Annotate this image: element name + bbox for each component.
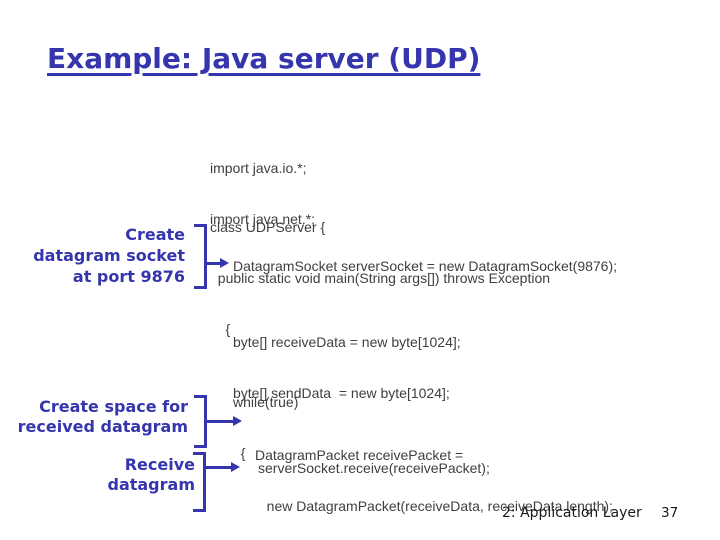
annotation-line: Receive xyxy=(124,455,195,474)
code-line: class UDPServer { xyxy=(210,219,326,235)
code-line: import java.io.*; xyxy=(210,160,307,176)
footer-section-label: 2: Application Layer xyxy=(502,505,642,521)
code-line: { xyxy=(233,445,246,461)
right-arrow-icon xyxy=(206,462,240,472)
code-class-header-block: class UDPServer { public static void mai… xyxy=(210,185,550,372)
code-line: DatagramPacket receivePacket = xyxy=(255,447,464,463)
annotation-line: at port 9876 xyxy=(72,267,185,286)
code-create-packet-block: DatagramPacket receivePacket = new Datag… xyxy=(255,413,613,540)
bracket-icon xyxy=(194,395,207,448)
annotation-receive: Receive datagram xyxy=(107,455,195,495)
right-arrow-icon xyxy=(207,258,229,268)
code-line: new DatagramPacket(receiveData, receiveD… xyxy=(255,498,613,514)
annotation-line: datagram xyxy=(107,475,195,494)
bracket-icon xyxy=(194,224,207,289)
annotation-line: datagram socket xyxy=(33,246,185,265)
annotation-line: Create xyxy=(125,225,185,244)
bracket-icon xyxy=(193,452,206,512)
code-line: public static void main(String args[]) t… xyxy=(210,270,551,286)
right-arrow-icon xyxy=(207,416,242,426)
code-loop-block: while(true) { xyxy=(233,360,298,496)
code-buffers-block: byte[] receiveData = new byte[1024]; byt… xyxy=(233,300,461,436)
code-import-block: import java.io.*; import java.net.*; xyxy=(210,126,315,262)
code-line: import java.net.*; xyxy=(210,211,316,227)
annotation-line: Create space for xyxy=(39,397,188,416)
code-line: byte[] sendData = new byte[1024]; xyxy=(233,385,450,401)
annotation-create-socket: Create datagram socket at port 9876 xyxy=(33,224,185,287)
page-title: Example: Java server (UDP) xyxy=(47,42,481,75)
code-line: { xyxy=(210,321,231,337)
annotation-line: received datagram xyxy=(17,417,188,436)
annotation-create-space: Create space for received datagram xyxy=(18,397,188,437)
code-line: while(true) xyxy=(233,394,299,410)
code-receive-line: serverSocket.receive(receivePacket); xyxy=(258,460,490,476)
code-create-socket-line: DatagramSocket serverSocket = new Datagr… xyxy=(233,258,618,274)
code-line: byte[] receiveData = new byte[1024]; xyxy=(233,334,461,350)
slide-number: 37 xyxy=(661,505,679,521)
